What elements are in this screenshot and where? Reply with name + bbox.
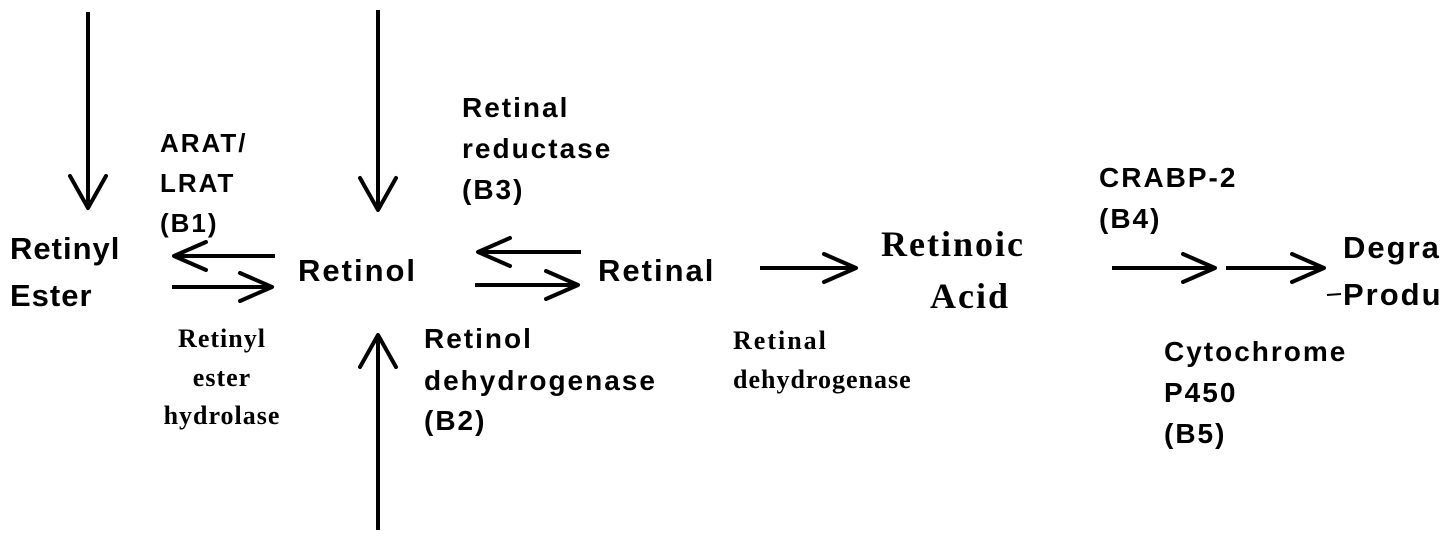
node-retinyl-ester-line1: Retinyl — [10, 231, 120, 266]
degradation-connector-tick — [1327, 294, 1341, 295]
enzyme-b2-line1: Retinol — [424, 323, 533, 354]
node-retinol: Retinol — [298, 253, 417, 288]
enzyme-retinal-dehydrogenase-line2: dehydrogenase — [733, 365, 912, 394]
node-retinoic-acid-line2: Acid — [930, 276, 1010, 316]
arrow-to-degradation-products — [1226, 254, 1324, 282]
arrow-retinal-to-retinoic-acid — [760, 254, 856, 282]
enzyme-b3-line3: (B3) — [462, 174, 524, 205]
arrow-retinal-to-retinol — [478, 238, 581, 266]
enzyme-b4-line2: (B4) — [1099, 203, 1161, 234]
enzyme-b5-line1: Cytochrome — [1164, 336, 1347, 367]
node-degradation-products-line2: Produ — [1343, 277, 1443, 312]
node-degradation-products-line1: Degra — [1343, 230, 1441, 265]
enzyme-b3-line2: reductase — [462, 133, 612, 164]
enzyme-b5-line2: P450 — [1164, 377, 1237, 408]
input-arrow-to-retinol-top — [360, 10, 396, 210]
enzyme-b2-line2: dehydrogenase — [424, 365, 657, 396]
input-arrow-to-retinol-bottom — [360, 335, 396, 530]
input-arrow-to-retinyl-ester — [70, 12, 106, 208]
arrow-retinol-to-retinyl-ester — [174, 242, 275, 270]
node-retinyl-ester-line2: Ester — [10, 278, 93, 313]
arrow-retinol-to-retinal — [475, 271, 578, 299]
enzyme-b3-line1: Retinal — [462, 92, 569, 123]
enzyme-retinal-dehydrogenase-line1: Retinal — [733, 326, 828, 355]
enzyme-b1-line1: ARAT/ — [160, 128, 248, 158]
enzyme-hydrolase-line3: hydrolase — [164, 401, 281, 430]
enzyme-b5-line3: (B5) — [1164, 418, 1226, 449]
arrow-retinyl-ester-to-retinol — [172, 273, 272, 301]
node-retinal: Retinal — [598, 253, 715, 288]
enzyme-b1-line3: (B1) — [160, 208, 219, 238]
enzyme-b2-line3: (B2) — [424, 405, 486, 436]
enzyme-hydrolase-line2: ester — [193, 363, 251, 392]
node-retinoic-acid-line1: Retinoic — [881, 224, 1025, 264]
enzyme-b1-line2: LRAT — [160, 168, 235, 198]
enzyme-b4-line1: CRABP-2 — [1099, 162, 1237, 193]
enzyme-hydrolase-line1: Retinyl — [178, 324, 266, 353]
arrow-retinoic-acid-to-crabp2 — [1112, 254, 1215, 282]
